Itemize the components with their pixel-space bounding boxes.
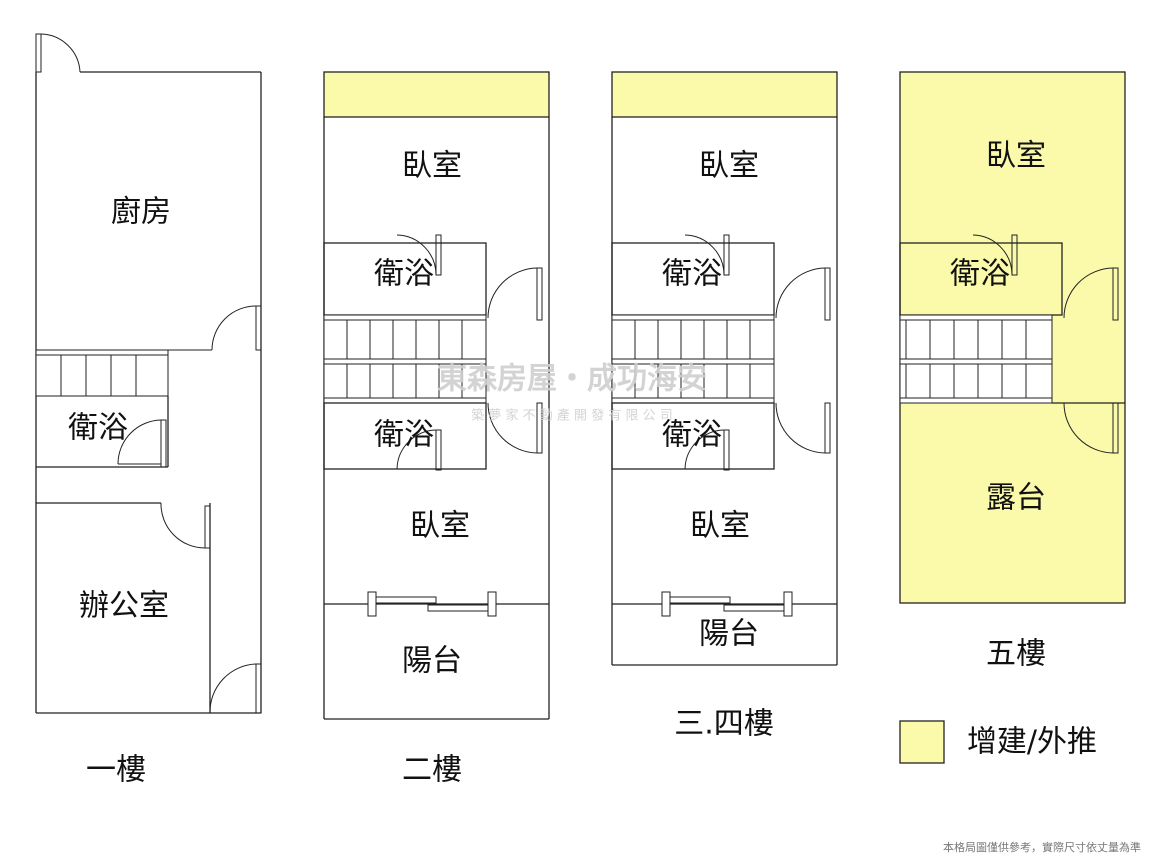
sliding-door-frame	[783, 591, 793, 617]
door-leaf	[1011, 234, 1018, 276]
sliding-door-panel	[669, 596, 731, 604]
floor-name-1: 一樓	[86, 753, 146, 788]
door-swing	[396, 429, 437, 470]
door-leaf	[723, 429, 730, 471]
door-leaf	[536, 267, 543, 321]
room-label-kitchen: 廚房	[111, 195, 171, 230]
watermark-title: 東森房屋・成功海安	[437, 362, 707, 397]
door-swing	[1063, 402, 1114, 454]
room-label-bathroom: 衛浴	[662, 418, 722, 453]
floor-names: 一樓 二樓 三.四樓 五樓	[86, 637, 1046, 788]
room-label-bathroom: 衛浴	[374, 418, 434, 453]
staircase	[611, 314, 775, 360]
door-swing	[487, 267, 538, 319]
door-swing	[211, 305, 257, 351]
extension-area	[323, 71, 550, 118]
staircase	[323, 314, 487, 360]
extension-area	[611, 71, 838, 118]
watermark: 東森房屋・成功海安 築 夢 家 不 動 產 開 發 有 限 公 司	[437, 362, 707, 424]
staircase	[35, 349, 169, 397]
staircase	[611, 358, 775, 404]
room-label-office: 辦公室	[79, 589, 169, 624]
floor-5-plan	[899, 71, 1126, 604]
watermark-subtitle: 築 夢 家 不 動 產 開 發 有 限 公 司	[471, 408, 672, 424]
floor-name-5: 五樓	[986, 637, 1046, 672]
staircase	[323, 358, 487, 404]
door-swing	[117, 419, 162, 465]
legend: 增建/外推	[899, 720, 1097, 764]
floor-name-3-4: 三.四樓	[674, 707, 774, 742]
disclaimer-note: 本格局圖僅供參考，實際尺寸依丈量為準	[943, 840, 1141, 854]
legend-label: 增建/外推	[967, 725, 1097, 760]
door-swing	[160, 502, 206, 549]
room-labels: 廚房 衛浴 辦公室 臥室 衛浴 衛浴 臥室 陽台 臥室 衛浴 衛浴 臥室 陽台 …	[68, 139, 1046, 679]
sliding-door-panel	[427, 604, 489, 612]
legend-swatch	[899, 720, 945, 764]
floor-3-4-plan	[611, 71, 838, 666]
room-label-bedroom: 臥室	[402, 149, 462, 184]
door-leaf	[824, 267, 831, 321]
door-leaf	[204, 505, 211, 549]
floor-name-2: 二樓	[402, 753, 462, 788]
door-leaf	[723, 234, 730, 276]
sliding-door-panel	[723, 604, 785, 612]
door-leaf	[824, 402, 831, 454]
sliding-door-frame	[661, 591, 671, 617]
bathroom-wall	[611, 402, 775, 470]
door-leaf	[1112, 402, 1119, 454]
door-leaf	[255, 663, 262, 714]
door-swing	[684, 234, 725, 276]
room-label-bathroom: 衛浴	[950, 257, 1010, 292]
staircase	[899, 358, 1053, 404]
room-label-balcony: 陽台	[699, 617, 759, 652]
door-swing	[396, 234, 437, 276]
door-swing	[972, 234, 1013, 276]
door-swing	[487, 402, 538, 454]
room-label-terrace: 露台	[986, 481, 1046, 516]
room-label-bedroom: 臥室	[986, 139, 1046, 174]
door-leaf	[435, 429, 442, 471]
door-leaf	[1112, 267, 1119, 321]
floor-1-plan	[35, 33, 262, 714]
room-label-bathroom: 衛浴	[662, 257, 722, 292]
door-leaf	[255, 305, 262, 351]
door-swing	[1063, 267, 1114, 319]
door-swing	[775, 267, 826, 319]
door-swing	[209, 663, 257, 713]
sliding-door-panel	[375, 596, 437, 604]
room-label-bedroom: 臥室	[690, 509, 750, 544]
room-label-bedroom: 臥室	[699, 149, 759, 184]
sliding-door-frame	[487, 591, 497, 617]
door-swing	[775, 402, 826, 454]
door-leaf	[435, 234, 442, 276]
staircase	[899, 314, 1053, 360]
floor-2-plan	[323, 71, 550, 720]
door-swing	[684, 429, 725, 470]
sliding-door-frame	[367, 591, 377, 617]
door-swing	[40, 33, 81, 73]
room-label-bathroom: 衛浴	[68, 411, 128, 446]
room-label-bedroom: 臥室	[410, 509, 470, 544]
door-leaf	[160, 419, 167, 468]
door-leaf	[536, 402, 543, 454]
room-label-bathroom: 衛浴	[374, 257, 434, 292]
room-label-balcony: 陽台	[402, 644, 462, 679]
bathroom-wall	[323, 402, 487, 470]
door-leaf	[35, 33, 42, 73]
